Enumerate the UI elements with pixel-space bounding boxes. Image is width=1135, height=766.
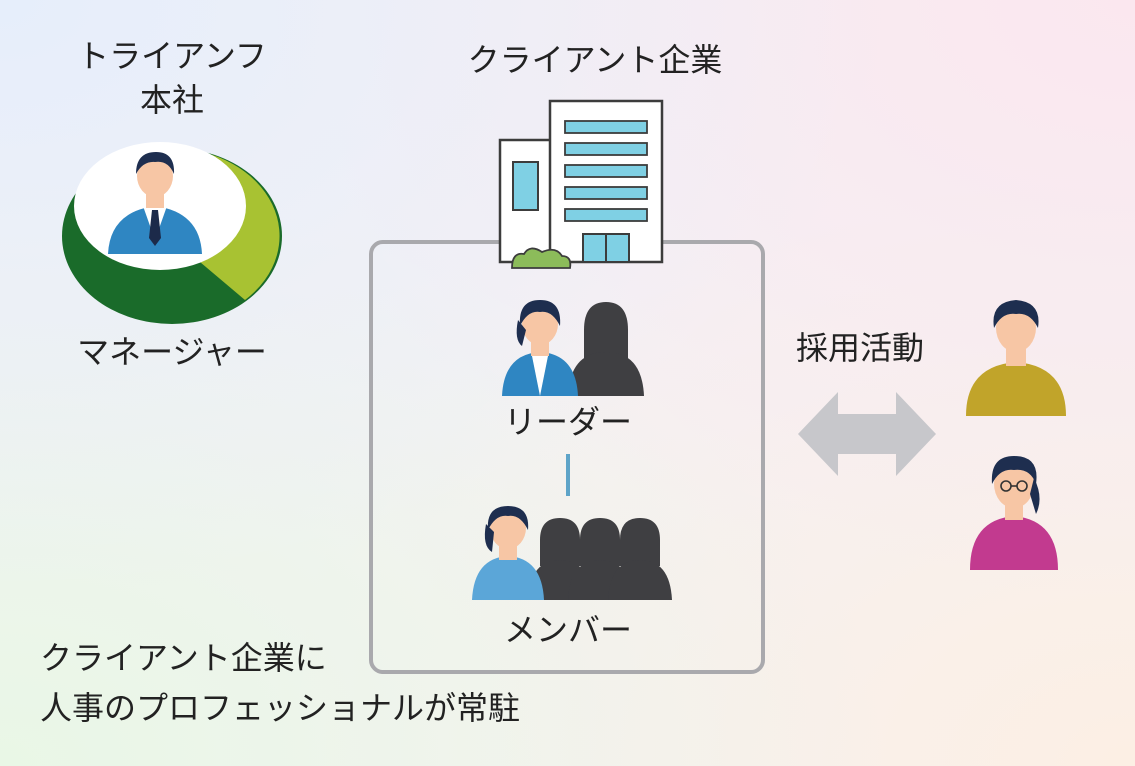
- manager-label: マネージャー: [77, 333, 267, 371]
- hq-title: トライアンフ 本社: [40, 34, 304, 122]
- leader-avatar-icon: [502, 300, 578, 396]
- caption-line1: クライアント企業に: [40, 639, 327, 677]
- member-label: メンバー: [503, 611, 632, 649]
- hq-title-line1: トライアンフ: [77, 37, 267, 75]
- manager-avatar-icon: [108, 152, 202, 254]
- hq-title-line2: 本社: [139, 81, 204, 119]
- member-avatar-icon: [472, 506, 544, 600]
- candidate-female-avatar-icon: [970, 456, 1058, 570]
- caption-line2: 人事のプロフェッショナルが常駐: [40, 689, 521, 727]
- member-silhouettes-icon: [528, 518, 672, 600]
- client-company-title: クライアント企業: [467, 41, 723, 79]
- recruiting-label: 採用活動: [795, 329, 924, 367]
- leader-label: リーダー: [503, 403, 632, 441]
- candidate-male-avatar-icon: [966, 300, 1066, 416]
- leader-silhouette-icon: [568, 302, 644, 396]
- bidirectional-arrow-icon: [798, 392, 936, 476]
- building-icon: [498, 99, 664, 269]
